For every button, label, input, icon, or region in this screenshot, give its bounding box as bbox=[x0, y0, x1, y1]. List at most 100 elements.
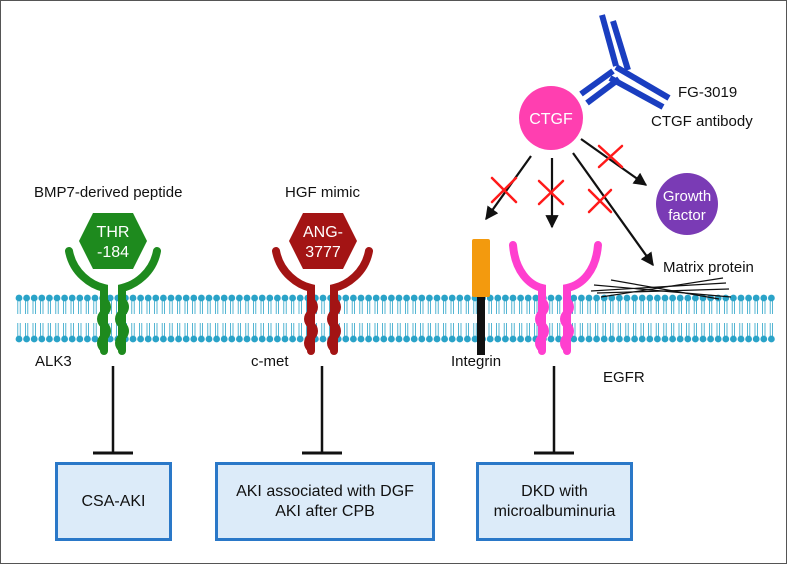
lipid-head bbox=[669, 335, 676, 343]
lipid-head bbox=[266, 294, 274, 302]
lipid-tail bbox=[762, 323, 766, 336]
lipid-tail bbox=[435, 323, 439, 336]
lipid-head bbox=[236, 294, 243, 302]
lipid-head bbox=[395, 335, 403, 343]
lipid-head bbox=[372, 335, 380, 343]
inhibition-cross-icon bbox=[597, 144, 624, 169]
lipid-tail bbox=[207, 301, 211, 314]
lipid-head bbox=[410, 294, 418, 302]
lipid-tail bbox=[283, 301, 287, 314]
lipid-tail bbox=[25, 301, 29, 314]
lipid-tail bbox=[367, 301, 371, 314]
lipid-tail bbox=[351, 323, 355, 336]
lipid-head bbox=[182, 335, 190, 343]
lipid-head bbox=[502, 294, 509, 302]
lipid-head bbox=[714, 335, 722, 343]
lipid-head bbox=[555, 294, 562, 302]
lipid-tail bbox=[595, 301, 599, 314]
lipid-head bbox=[426, 335, 433, 343]
ang3777-label-line1: ANG- bbox=[303, 224, 343, 241]
lipid-tail bbox=[184, 323, 188, 336]
lipid-head bbox=[372, 294, 380, 302]
lipid-tail bbox=[443, 323, 447, 336]
lipid-head bbox=[699, 335, 707, 343]
lipid-tail bbox=[93, 301, 97, 314]
lipid-head bbox=[266, 335, 274, 343]
lipid-tail bbox=[40, 301, 44, 314]
lipid-head bbox=[281, 294, 289, 302]
lipid-tail bbox=[663, 301, 667, 314]
lipid-tail bbox=[131, 301, 135, 314]
ctgf-label: CTGF bbox=[529, 111, 573, 128]
lipid-head bbox=[676, 294, 684, 302]
lipid-tail bbox=[762, 301, 766, 314]
lipid-head bbox=[654, 294, 661, 302]
lipid-tail bbox=[154, 323, 158, 336]
lipid-tail bbox=[397, 301, 401, 314]
lipid-tail bbox=[595, 323, 599, 336]
lipid-head bbox=[258, 294, 266, 302]
lipid-tail bbox=[648, 301, 652, 314]
lipid-tail bbox=[283, 323, 287, 336]
cmet-receptor-coils bbox=[304, 297, 341, 353]
lipid-tail bbox=[139, 301, 143, 314]
lipid-tail bbox=[78, 301, 82, 314]
lipid-tail bbox=[215, 301, 219, 314]
lipid-head bbox=[502, 335, 509, 343]
lipid-head bbox=[631, 335, 638, 343]
egfr-receptor-icon bbox=[509, 241, 602, 455]
lipid-head bbox=[745, 335, 752, 343]
lipid-head bbox=[380, 294, 388, 302]
lipid-tail bbox=[435, 301, 439, 314]
lipid-head bbox=[213, 294, 221, 302]
lipid-tail bbox=[458, 323, 462, 336]
csa-aki-outcome-line1: CSA-AKI bbox=[81, 492, 146, 510]
lipid-head bbox=[464, 294, 471, 302]
lipid-tail bbox=[230, 323, 234, 336]
lipid-head bbox=[692, 294, 699, 302]
lipid-tail bbox=[754, 323, 758, 336]
lipid-tail bbox=[245, 323, 249, 336]
fg3019-label: FG-3019 bbox=[678, 84, 738, 101]
egfr-receptor-coils bbox=[535, 297, 574, 353]
lipid-head bbox=[243, 294, 251, 302]
lipid-head bbox=[494, 294, 502, 302]
lipid-tail bbox=[40, 323, 44, 336]
lipid-head bbox=[46, 294, 53, 302]
lipid-head bbox=[585, 335, 593, 343]
lipid-head bbox=[38, 294, 46, 302]
lipid-tail bbox=[511, 301, 515, 314]
lipid-tail bbox=[344, 301, 348, 314]
lipid-tail bbox=[25, 323, 29, 336]
aki-dgf-outcome-line1: AKI associated with DGF bbox=[236, 482, 414, 500]
cmet-receptor-arms bbox=[272, 247, 373, 355]
lipid-head bbox=[410, 335, 418, 343]
lipid-head bbox=[600, 335, 608, 343]
lipid-head bbox=[388, 294, 395, 302]
lipid-tail bbox=[427, 323, 431, 336]
lipid-head bbox=[350, 335, 357, 343]
thr184-hexagon-icon bbox=[79, 213, 147, 269]
lipid-head bbox=[494, 335, 502, 343]
lipid-head bbox=[760, 335, 768, 343]
lipid-tail bbox=[503, 323, 507, 336]
lipid-head bbox=[152, 335, 160, 343]
lipid-head bbox=[654, 335, 661, 343]
lipid-tail bbox=[671, 323, 675, 336]
lipid-head bbox=[570, 335, 578, 343]
lipid-head bbox=[175, 294, 183, 302]
lipid-head bbox=[578, 335, 585, 343]
lipid-head bbox=[676, 335, 684, 343]
lipid-head bbox=[91, 294, 99, 302]
lipid-tail bbox=[146, 301, 150, 314]
lipid-tail bbox=[427, 301, 431, 314]
lipid-head bbox=[578, 294, 585, 302]
lipid-tail bbox=[412, 301, 416, 314]
lipid-head bbox=[760, 294, 768, 302]
lipid-tail bbox=[17, 301, 21, 314]
lipid-head bbox=[296, 294, 304, 302]
lipid-head bbox=[84, 335, 91, 343]
alk3-receptor-arms bbox=[65, 247, 161, 355]
lipid-tail bbox=[648, 323, 652, 336]
lipid-head bbox=[91, 335, 99, 343]
